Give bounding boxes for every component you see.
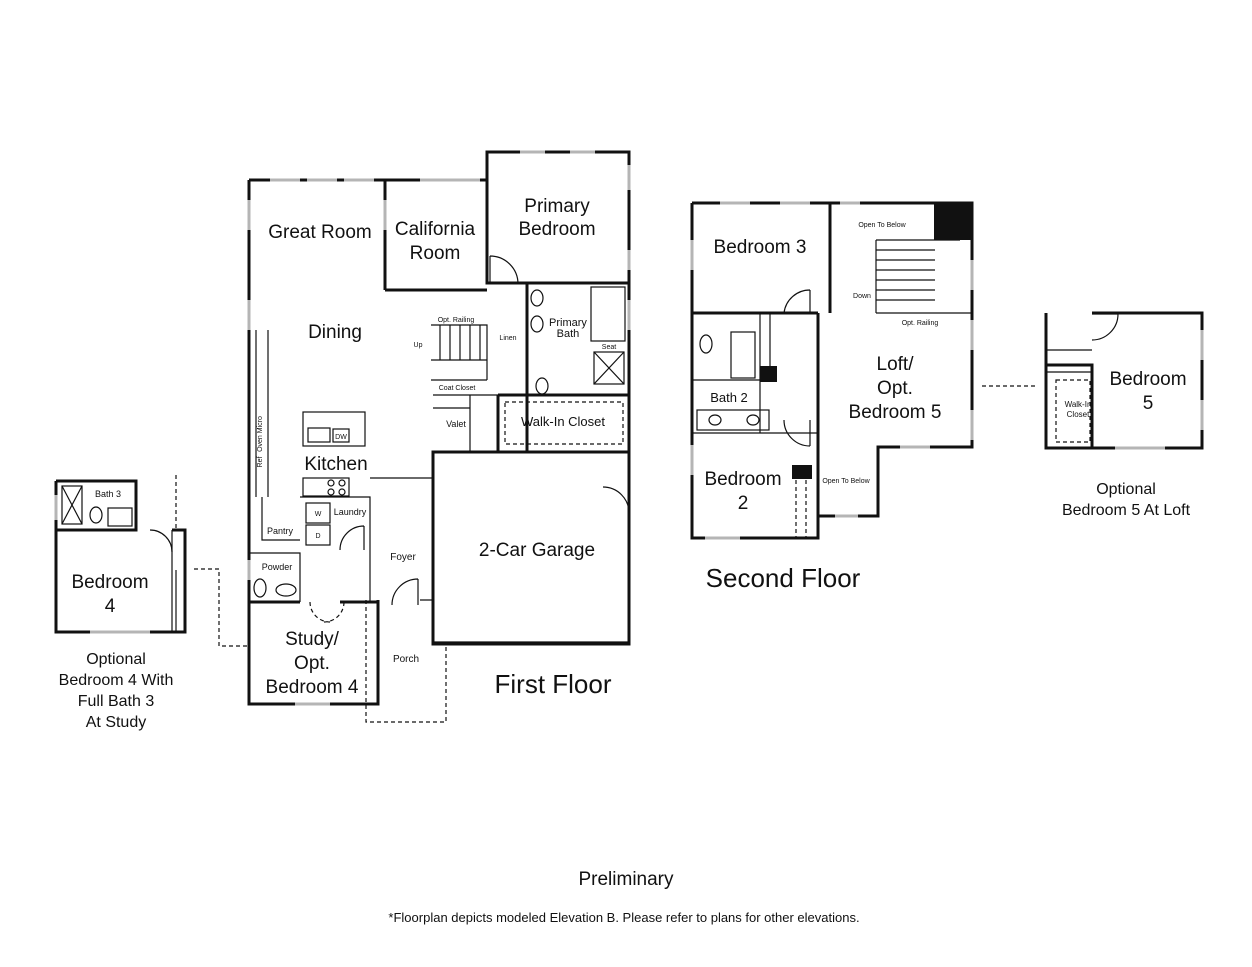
study-label-2: Opt.	[294, 653, 330, 674]
preliminary-label: Preliminary	[578, 869, 674, 890]
study-label-3: Bedroom 4	[266, 677, 359, 698]
bath3-shower-icon	[61, 485, 83, 525]
bath2-toilet-icon	[699, 334, 713, 354]
second-floor-stairs	[876, 249, 935, 301]
optional-bedroom4-plan: Bath 3 Bedroom 4 Optional Bedroom 4 With…	[54, 475, 248, 731]
opt-bedroom5-label-1: Bedroom	[1109, 369, 1186, 390]
washer-label: W	[315, 511, 322, 518]
first-floor-windows	[247, 150, 631, 706]
porch-label: Porch	[393, 654, 419, 665]
opt-bedroom4-caption-3: Full Bath 3	[78, 693, 155, 710]
oven-micro-label: Oven Micro	[257, 416, 264, 452]
opt-bedroom4-caption-1: Optional	[86, 651, 146, 668]
down-label: Down	[853, 293, 871, 300]
shower-icon	[593, 351, 625, 385]
bedroom2-label-2: 2	[738, 493, 749, 514]
loft-label-1: Loft/	[877, 354, 915, 375]
opt-bedroom5-label-2: 5	[1143, 393, 1154, 414]
opt-closet-label-2: Closet	[1067, 410, 1090, 419]
opt-bedroom4-caption-4: At Study	[86, 714, 146, 731]
opt-bedroom4-label-2: 4	[105, 596, 116, 617]
bath2-label: Bath 2	[710, 390, 748, 405]
chase-block	[934, 203, 972, 240]
dryer-label: D	[315, 533, 320, 540]
seat-label: Seat	[602, 344, 616, 351]
powder-toilet-icon	[253, 578, 267, 598]
walk-in-closet-label: Walk-In Closet	[521, 414, 605, 429]
dining-label: Dining	[308, 322, 362, 343]
bath3-label: Bath 3	[95, 489, 121, 499]
primary-bedroom-label-1: Primary	[524, 196, 590, 217]
first-floor-title: First Floor	[495, 669, 612, 699]
study-label-1: Study/	[285, 629, 340, 650]
powder-label: Powder	[262, 562, 293, 572]
opt-bedroom5-caption-1: Optional	[1096, 481, 1156, 498]
opt-railing-label: Opt. Railing	[438, 317, 475, 324]
loft-label-2: Opt.	[877, 378, 913, 399]
dryer-icon	[305, 524, 331, 546]
bedroom3-label: Bedroom 3	[714, 237, 807, 258]
laundry-label: Laundry	[334, 507, 367, 517]
primary-bath-label-2: Bath	[557, 328, 580, 340]
optional-bedroom5-plan: Bedroom 5 Walk-In Closet Optional Bedroo…	[982, 311, 1204, 519]
linen-label: Linen	[499, 335, 516, 342]
opt-walk-in-closet	[1055, 379, 1091, 443]
up-label: Up	[414, 342, 423, 349]
california-room-label-1: California	[395, 219, 476, 240]
kitchen-island	[302, 411, 366, 447]
primary-bedroom-label-2: Bedroom	[518, 219, 595, 240]
foyer-label: Foyer	[390, 552, 416, 563]
opt-closet-label-1: Walk-In	[1065, 400, 1092, 409]
bathtub-icon	[590, 286, 626, 342]
open-to-below-top-label: Open To Below	[858, 222, 906, 229]
loft-opt-railing-label: Opt. Railing	[902, 320, 939, 327]
bedroom2-label-1: Bedroom	[704, 469, 781, 490]
powder-sink-icon	[275, 583, 297, 597]
garage-label: 2-Car Garage	[479, 540, 595, 561]
bath3-toilet-icon	[89, 506, 103, 524]
first-floor-stairs	[439, 325, 481, 360]
bath2-tub-icon	[730, 331, 756, 379]
primary-bath-label-1: Primary	[549, 317, 587, 329]
washer-icon	[305, 502, 331, 524]
opt-bedroom4-caption-2: Bedroom 4 With	[59, 672, 174, 689]
valet-label: Valet	[446, 419, 466, 429]
cooktop-icon	[302, 477, 350, 497]
california-room-label-2: Room	[410, 243, 461, 264]
great-room-label: Great Room	[268, 222, 371, 243]
elevation-note: *Floorplan depicts modeled Elevation B. …	[388, 910, 859, 925]
kitchen-label: Kitchen	[304, 454, 367, 475]
second-floor-windows	[690, 201, 974, 540]
primary-toilet-icon	[535, 377, 549, 395]
second-floor-title: Second Floor	[706, 563, 861, 593]
coat-closet-label: Coat Closet	[439, 385, 476, 392]
kitchen-sink-icon	[307, 427, 331, 443]
door-swing	[489, 255, 519, 285]
opt-bedroom5-caption-2: Bedroom 5 At Loft	[1062, 502, 1191, 519]
first-floor-plan: Great Room California Room Primary Bedro…	[247, 150, 631, 723]
vanity-sink-icon	[530, 289, 544, 307]
pantry-label: Pantry	[267, 526, 294, 536]
second-floor-plan: Bedroom 3 Bath 2 Bedroom 2 Loft/ Opt. Be…	[690, 201, 974, 593]
opt-bedroom4-label-1: Bedroom	[71, 572, 148, 593]
open-to-below-bottom-label: Open To Below	[822, 478, 870, 485]
dw-label: DW	[335, 434, 347, 441]
ref-label: Ref	[257, 457, 264, 468]
loft-label-3: Bedroom 5	[849, 402, 942, 423]
